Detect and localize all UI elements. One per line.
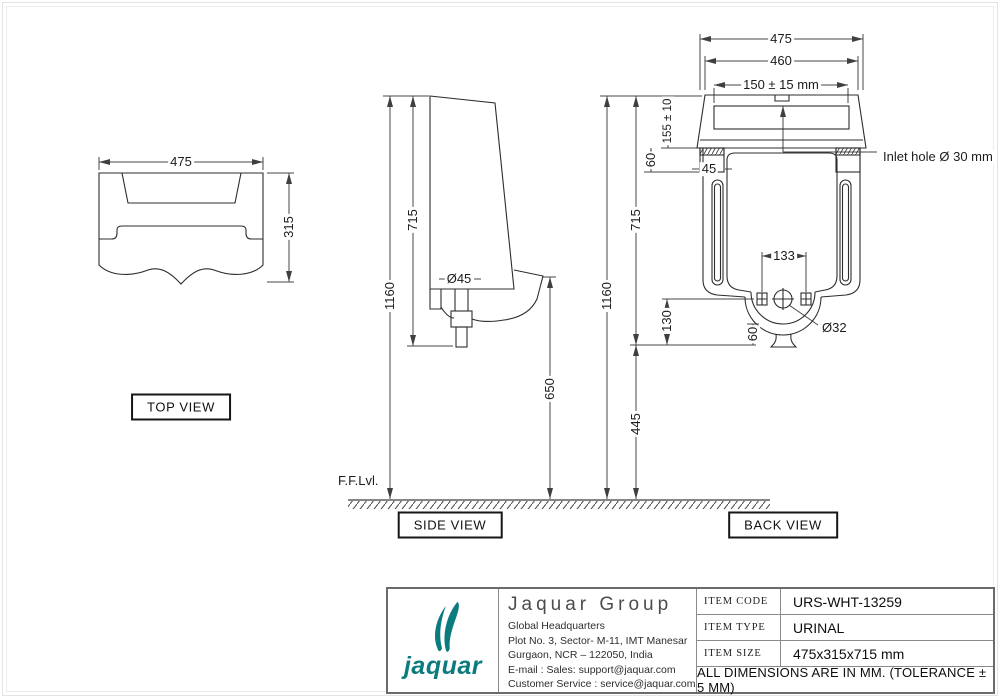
right-inlet-hatch — [835, 147, 861, 156]
dim-side-total-height: 1160 — [382, 280, 398, 312]
dim-back-body-height: 715 — [628, 207, 644, 233]
side-underside — [440, 306, 455, 319]
right-slot-outer — [839, 179, 852, 286]
top-view-label: TOP VIEW — [131, 393, 231, 421]
top-view-linework — [98, 172, 264, 285]
back-right-side — [820, 148, 861, 298]
dim-back-total-height: 1160 — [599, 280, 615, 312]
tolerance-note: ALL DIMENSIONS ARE IN MM. (TOLERANCE ± 5… — [697, 664, 987, 695]
item-type-label: ITEM TYPE — [697, 615, 781, 640]
back-view-linework — [696, 94, 867, 348]
address-line-1: Plot No. 3, Sector- M-11, IMT Manesar — [508, 634, 688, 647]
hq-line: Global Headquarters — [508, 620, 605, 632]
floor-line — [348, 499, 770, 509]
dim-back-block-width: 45 — [699, 161, 719, 177]
jaquar-logo-icon — [435, 601, 459, 652]
item-code-row: ITEM CODE URS-WHT-13259 — [697, 589, 993, 615]
service-line: Customer Service : service@jaquar.com — [508, 678, 696, 691]
outlet-cross — [772, 288, 794, 310]
side-spigot — [455, 326, 468, 348]
left-inlet-hatch — [699, 147, 725, 156]
item-code-label: ITEM CODE — [697, 589, 781, 614]
urinal-top-outline — [98, 172, 264, 285]
left-slot-inner — [713, 183, 722, 282]
dim-back-bottom-clearance: 445 — [628, 411, 644, 437]
item-size-value: 475x315x715 mm — [793, 645, 905, 662]
title-block: jaquar Jaquar Group Global Headquarters … — [386, 587, 995, 695]
dimension-lines — [98, 34, 877, 499]
address-line-2: Gurgaon, NCR – 122050, India — [508, 649, 653, 662]
dim-back-block-height: 60 — [643, 150, 659, 170]
item-type-row: ITEM TYPE URINAL — [697, 615, 993, 641]
side-trap-box — [450, 310, 473, 328]
side-rim-lip — [471, 269, 544, 322]
dim-back-fix-hole-spacing: 133 — [771, 248, 797, 264]
urinal-top-rim-inner — [121, 172, 242, 204]
dim-back-outlet-dia: Ø32 — [820, 320, 849, 336]
tolerance-note-row: ALL DIMENSIONS ARE IN MM. (TOLERANCE ± 5… — [697, 664, 993, 695]
dim-back-inlet-top-offset: 155 ± 10 — [661, 96, 675, 146]
back-bowl-outer — [744, 296, 822, 336]
extension-lines-top-view — [98, 157, 294, 283]
back-spigot — [769, 333, 798, 348]
extension-lines-back-view — [600, 34, 877, 346]
urinal-side-body — [429, 95, 515, 290]
dim-top-width: 475 — [168, 154, 194, 170]
back-spreader — [696, 94, 867, 149]
back-bowl-inner — [750, 291, 816, 325]
company-address-cell: Jaquar Group Global Headquarters Plot No… — [499, 589, 697, 692]
logo-wordmark: jaquar — [403, 652, 483, 680]
item-size-label: ITEM SIZE — [697, 641, 781, 666]
back-spreader-inner — [713, 105, 850, 130]
side-view-label: SIDE VIEW — [397, 511, 503, 539]
side-view-linework — [429, 95, 544, 348]
side-foot — [429, 289, 442, 310]
inlet-hole-note: Inlet hole Ø 30 mm — [881, 149, 995, 165]
back-inner-contour — [726, 152, 838, 293]
floor-level-label: F.F.Lvl. — [336, 473, 381, 489]
item-table: ITEM CODE URS-WHT-13259 ITEM TYPE URINAL… — [697, 589, 993, 695]
back-top-notch — [774, 95, 790, 102]
company-name: Jaquar Group — [508, 594, 673, 615]
back-left-side — [702, 148, 746, 298]
item-size-row: ITEM SIZE 475x315x715 mm — [697, 641, 993, 667]
dim-back-spigot-height: 60 — [745, 324, 761, 344]
dim-back-width: 475 — [768, 31, 794, 47]
dim-back-outlet-drop: 130 — [659, 308, 675, 334]
email-line: E-mail : Sales: support@jaquar.com — [508, 663, 676, 676]
logo-cell: jaquar — [388, 589, 499, 692]
side-drain-pipe — [454, 289, 469, 311]
fixing-hole-crosses — [757, 293, 811, 305]
back-view-label: BACK VIEW — [728, 511, 838, 539]
right-slot-inner — [841, 183, 850, 282]
left-slot-outer — [711, 179, 724, 286]
item-type-value: URINAL — [793, 619, 845, 636]
dim-side-rim-height: 650 — [542, 376, 558, 402]
floor-hatch — [348, 501, 770, 509]
urinal-top-ledge — [99, 225, 263, 240]
dim-side-outlet-dia: Ø45 — [444, 271, 474, 287]
dim-top-depth: 315 — [281, 214, 297, 240]
dim-back-inlet-position: 150 ± 15 mm — [741, 77, 821, 93]
item-code-value: URS-WHT-13259 — [793, 593, 902, 610]
dim-side-body-height: 715 — [405, 207, 421, 233]
dim-back-top-width: 460 — [768, 53, 794, 69]
